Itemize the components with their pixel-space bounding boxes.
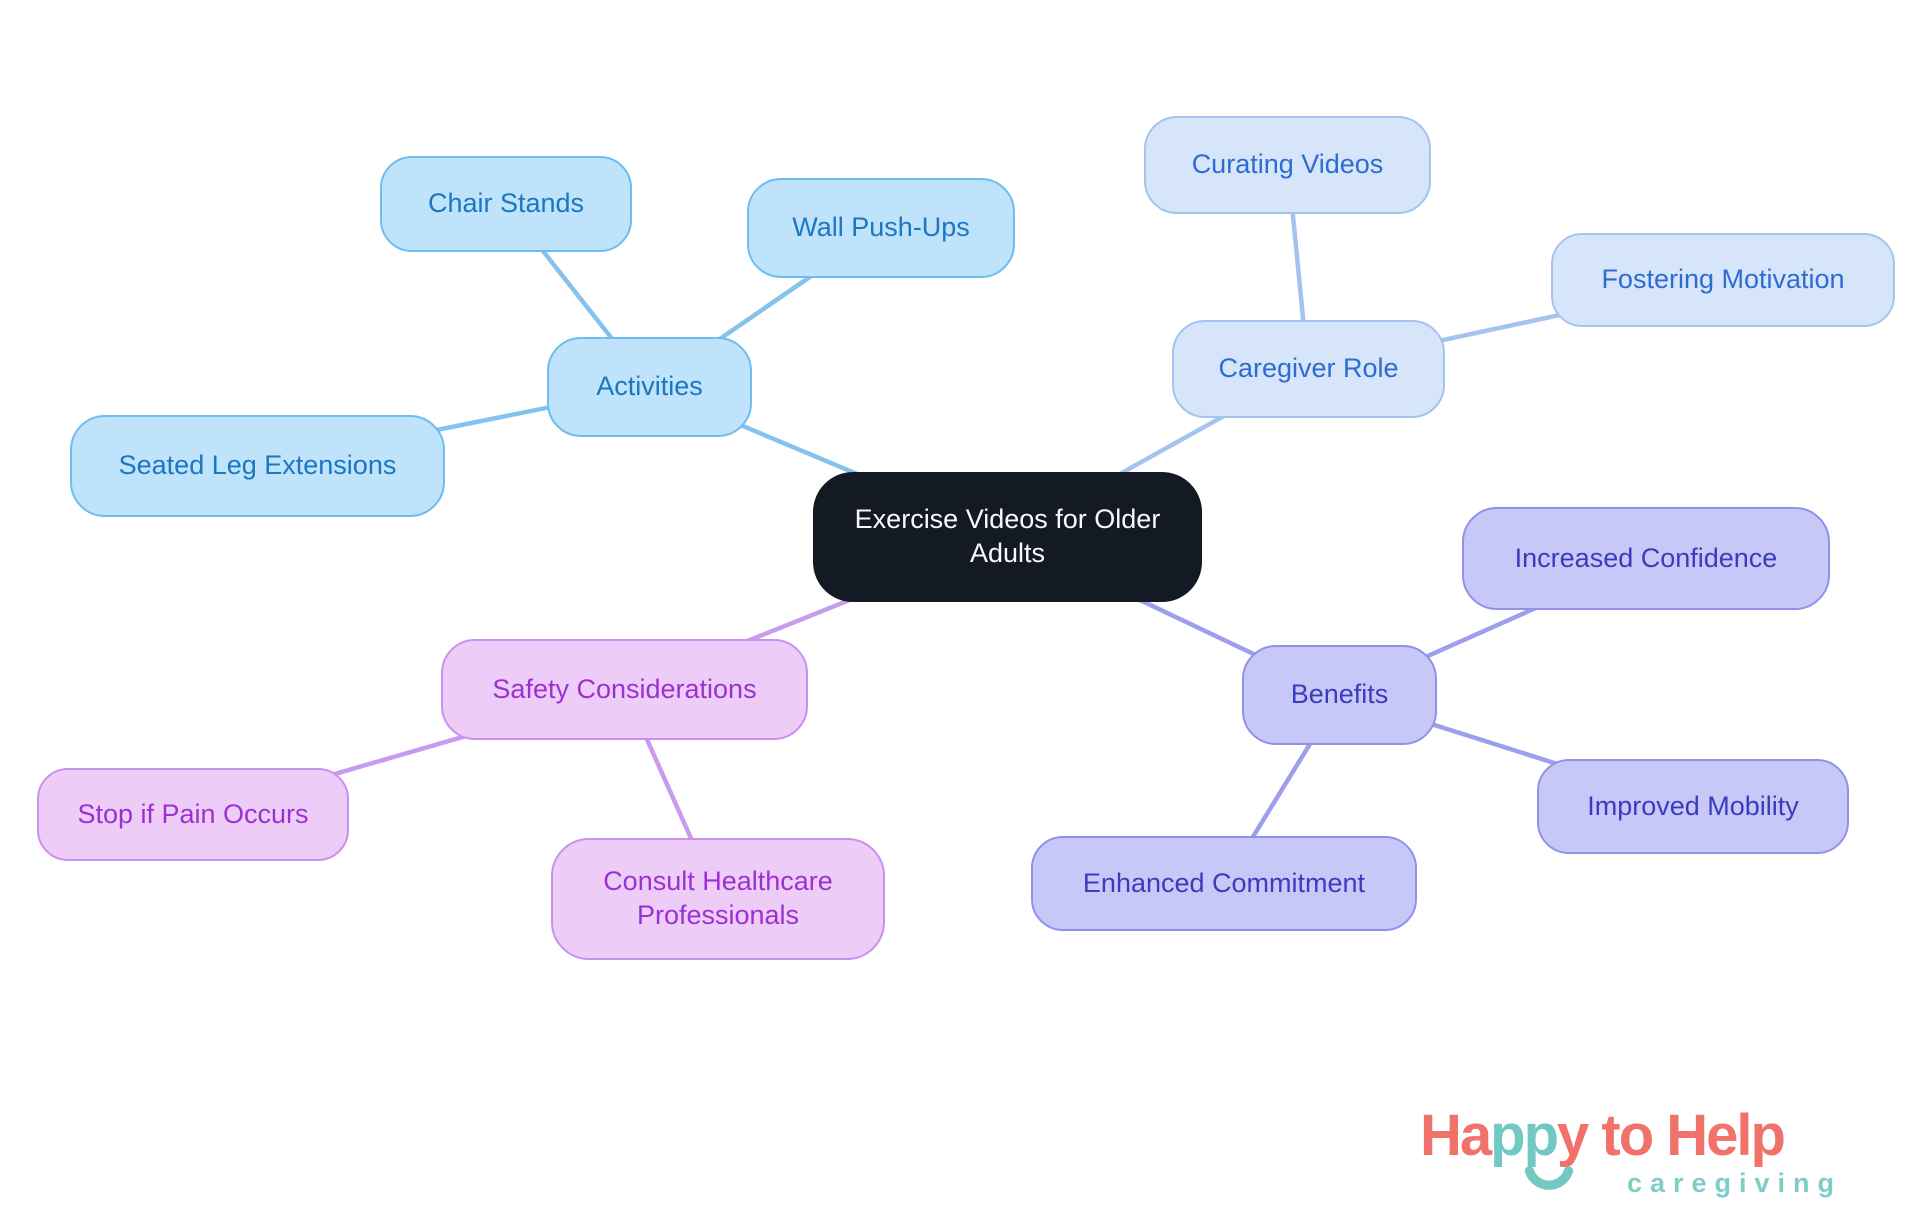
node-increased-confidence: Increased Confidence bbox=[1462, 507, 1830, 610]
node-activities: Activities bbox=[547, 337, 752, 437]
logo-wordmark: Happy to Help bbox=[1420, 1104, 1882, 1168]
node-wall-push-ups: Wall Push-Ups bbox=[747, 178, 1015, 278]
node-benefits: Benefits bbox=[1242, 645, 1437, 745]
node-safety-considerations: Safety Considerations bbox=[441, 639, 808, 740]
happy-to-help-logo: Happy to Help caregiving bbox=[1420, 1104, 1882, 1204]
node-improved-mobility: Improved Mobility bbox=[1537, 759, 1849, 854]
node-caregiver-role: Caregiver Role bbox=[1172, 320, 1445, 418]
node-seated-leg-extensions: Seated Leg Extensions bbox=[70, 415, 445, 517]
node-central-topic: Exercise Videos for Older Adults bbox=[813, 472, 1202, 602]
smile-icon bbox=[1524, 1166, 1574, 1190]
node-fostering-motivation: Fostering Motivation bbox=[1551, 233, 1895, 327]
node-stop-if-pain-occurs: Stop if Pain Occurs bbox=[37, 768, 349, 861]
node-chair-stands: Chair Stands bbox=[380, 156, 632, 252]
logo-wordmark-part3: y to Help bbox=[1557, 1103, 1786, 1168]
logo-tagline: caregiving bbox=[1626, 1168, 1842, 1198]
node-consult-healthcare-professionals: Consult Healthcare Professionals bbox=[551, 838, 885, 960]
node-curating-videos: Curating Videos bbox=[1144, 116, 1431, 214]
logo-wordmark-part2: pp bbox=[1490, 1103, 1559, 1168]
logo-wordmark-part1: Ha bbox=[1420, 1103, 1492, 1168]
node-enhanced-commitment: Enhanced Commitment bbox=[1031, 836, 1417, 931]
